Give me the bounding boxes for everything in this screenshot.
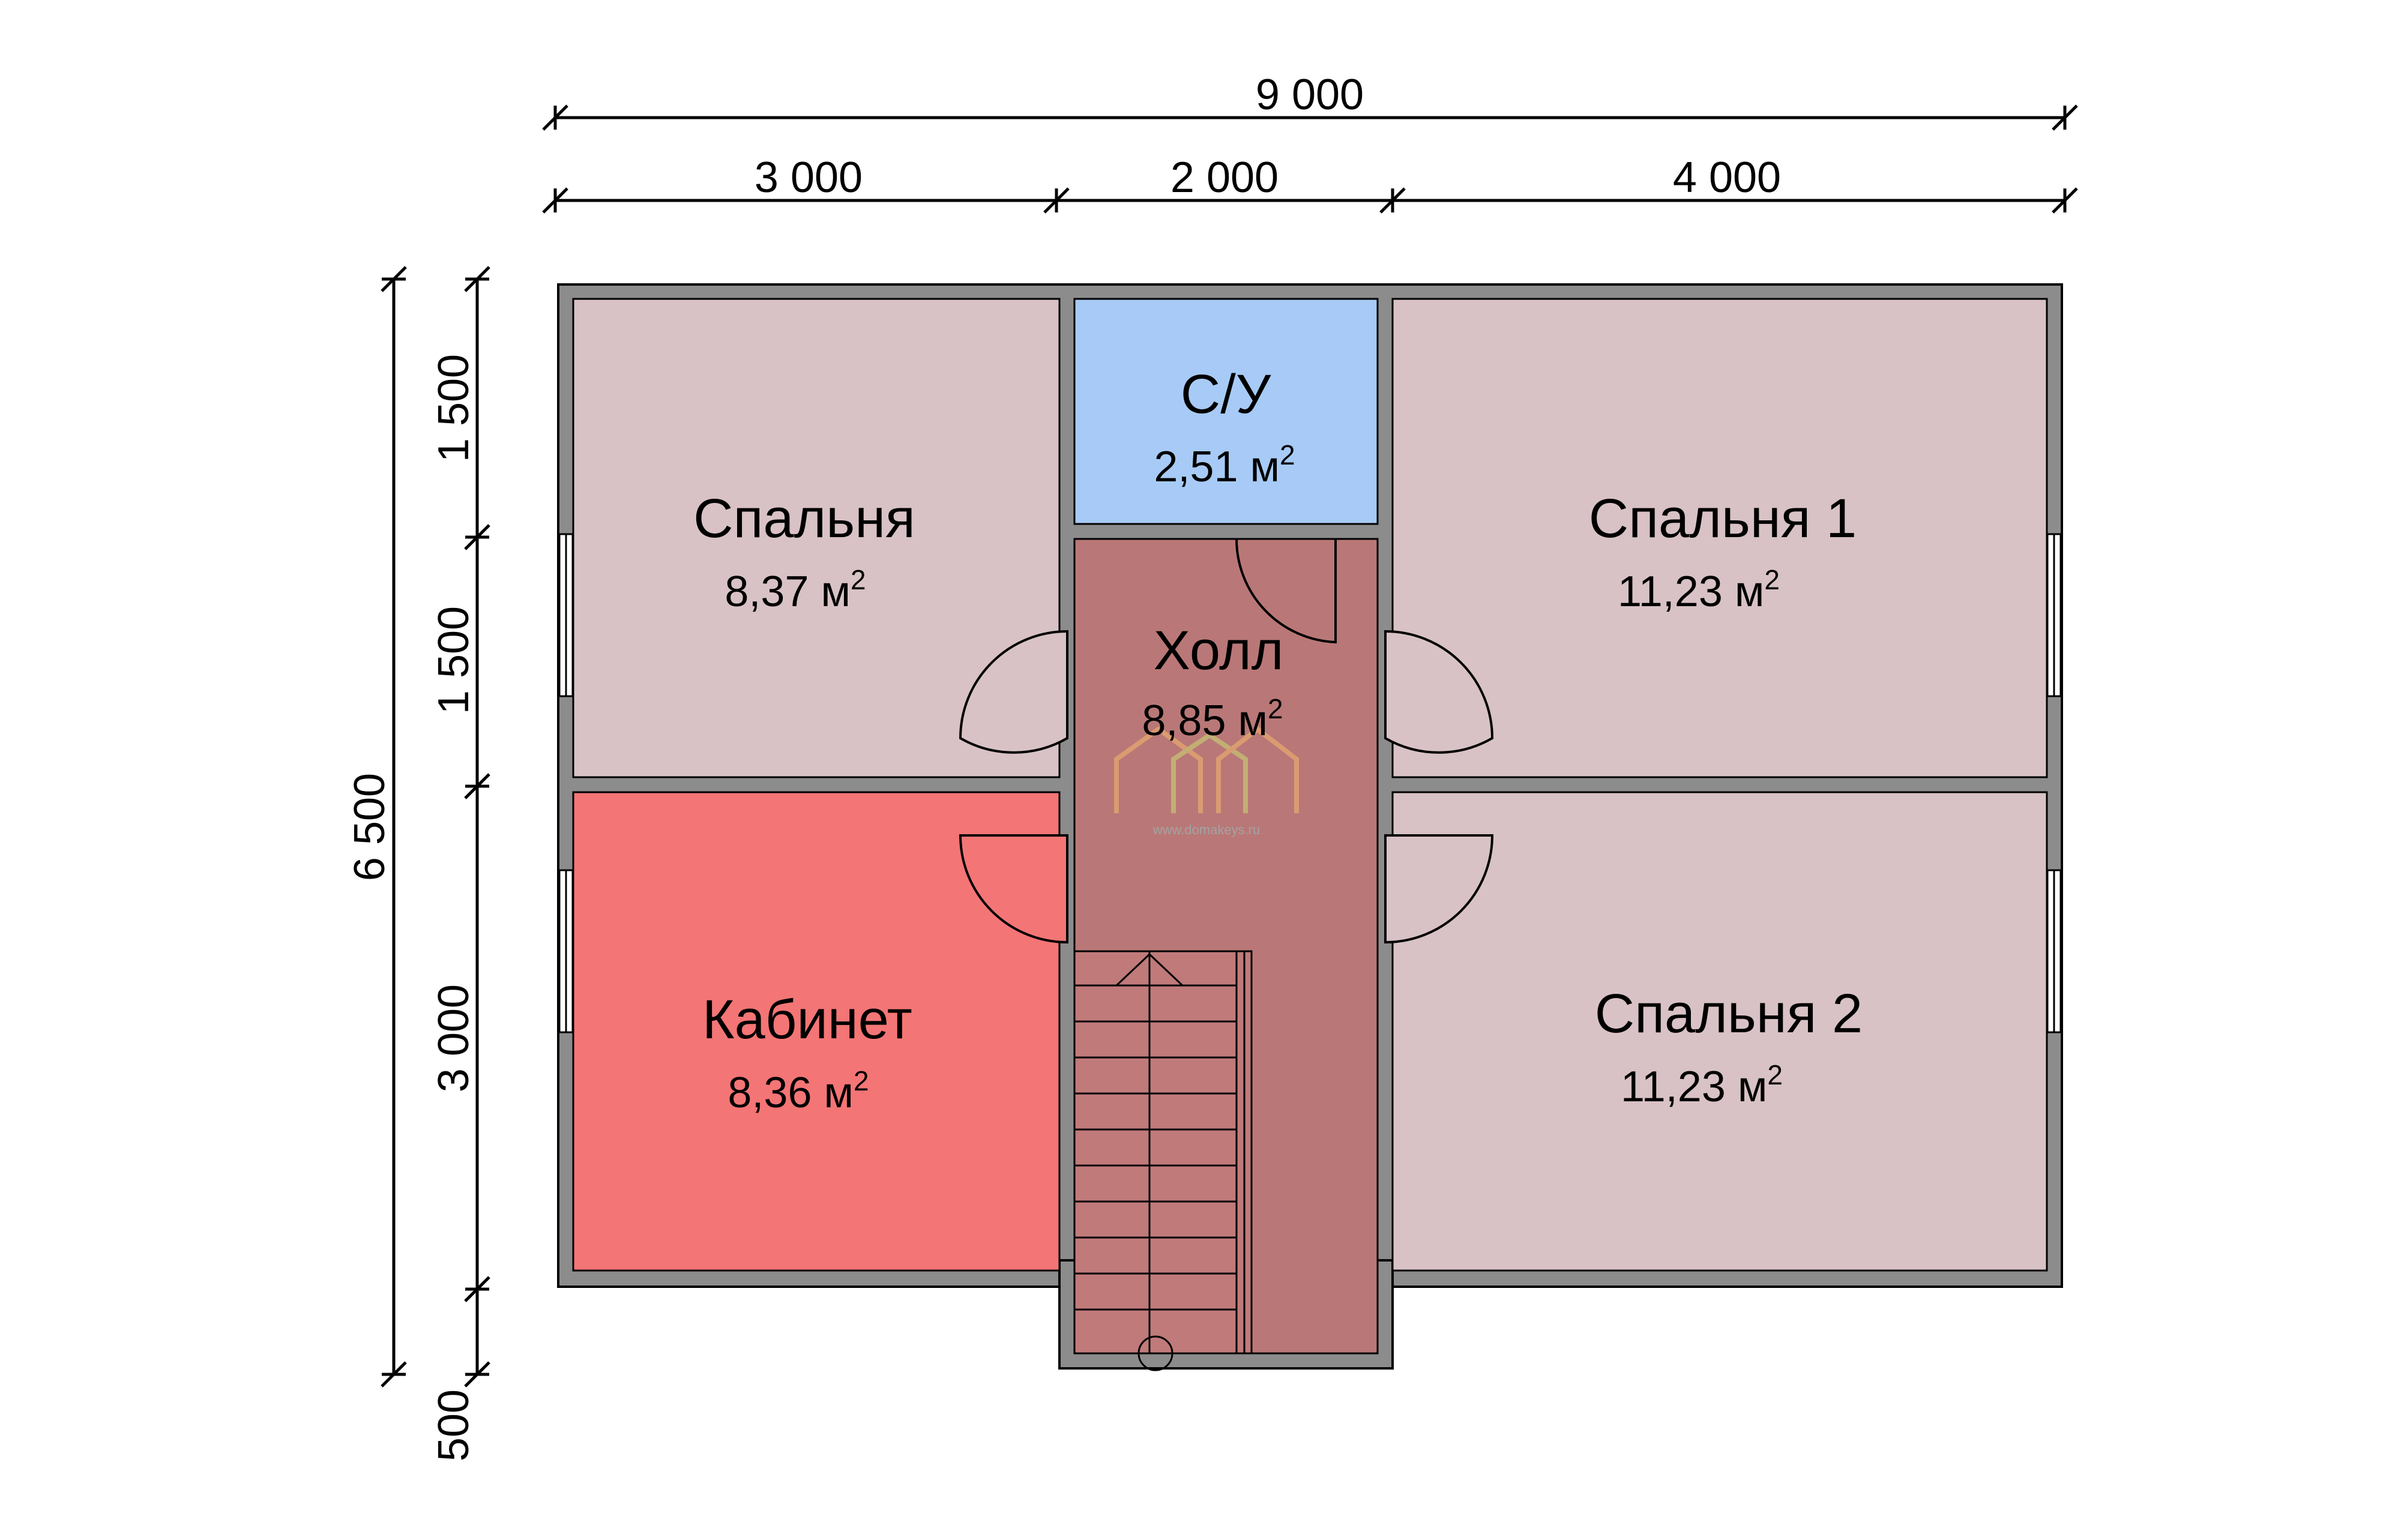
label-bedroom2-area: 11,23 м2 <box>1621 1059 1783 1111</box>
label-office-area: 8,36 м2 <box>728 1065 869 1117</box>
rooms <box>572 298 2048 1355</box>
watermark-text: www.domakeys.ru <box>1152 822 1261 837</box>
label-bedroom-area: 8,37 м2 <box>725 564 866 616</box>
door-bedroom1 <box>1384 630 1494 754</box>
label-bedroom1-name: Спальня 1 <box>1589 488 1857 549</box>
doors <box>959 538 1494 944</box>
label-bathroom-area: 2,51 м2 <box>1154 439 1295 491</box>
room-labels: Спальня 8,37 м2 С/У 2,51 м2 Спальня 1 11… <box>693 364 1863 1117</box>
dim-left-segment-2: 1 500 <box>430 606 478 714</box>
dim-left-segment-1: 1 500 <box>430 354 478 462</box>
label-hall-area: 8,85 м2 <box>1142 693 1283 745</box>
label-bedroom2-name: Спальня 2 <box>1595 983 1863 1044</box>
staircase <box>1073 950 1253 1371</box>
label-bathroom-name: С/У <box>1181 364 1271 425</box>
dim-top-segment-1: 3 000 <box>755 154 863 202</box>
dim-left-segment-3: 3 000 <box>430 984 478 1092</box>
dim-left-segment-4: 500 <box>430 1389 478 1461</box>
windows <box>558 533 2062 1033</box>
room-bathroom <box>1073 298 1379 525</box>
dim-top-total: 9 000 <box>1256 71 1364 119</box>
dim-left-total: 6 500 <box>346 773 394 881</box>
door-bathroom <box>1235 538 1337 644</box>
dimension-lines <box>381 104 2078 1388</box>
label-hall-name: Холл <box>1154 620 1284 681</box>
label-bedroom1-area: 11,23 м2 <box>1618 564 1780 616</box>
door-bedroom <box>959 630 1068 754</box>
door-bedroom2 <box>1384 834 1494 944</box>
room-bedroom2 <box>1391 791 2048 1272</box>
watermark-logo <box>1114 726 1299 813</box>
label-bedroom-name: Спальня <box>693 488 915 549</box>
dim-top-segment-3: 4 000 <box>1673 154 1781 202</box>
label-office-name: Кабинет <box>702 989 912 1050</box>
room-bedroom1 <box>1391 298 2048 778</box>
door-office <box>959 834 1068 944</box>
dim-top-segment-2: 2 000 <box>1170 154 1279 202</box>
